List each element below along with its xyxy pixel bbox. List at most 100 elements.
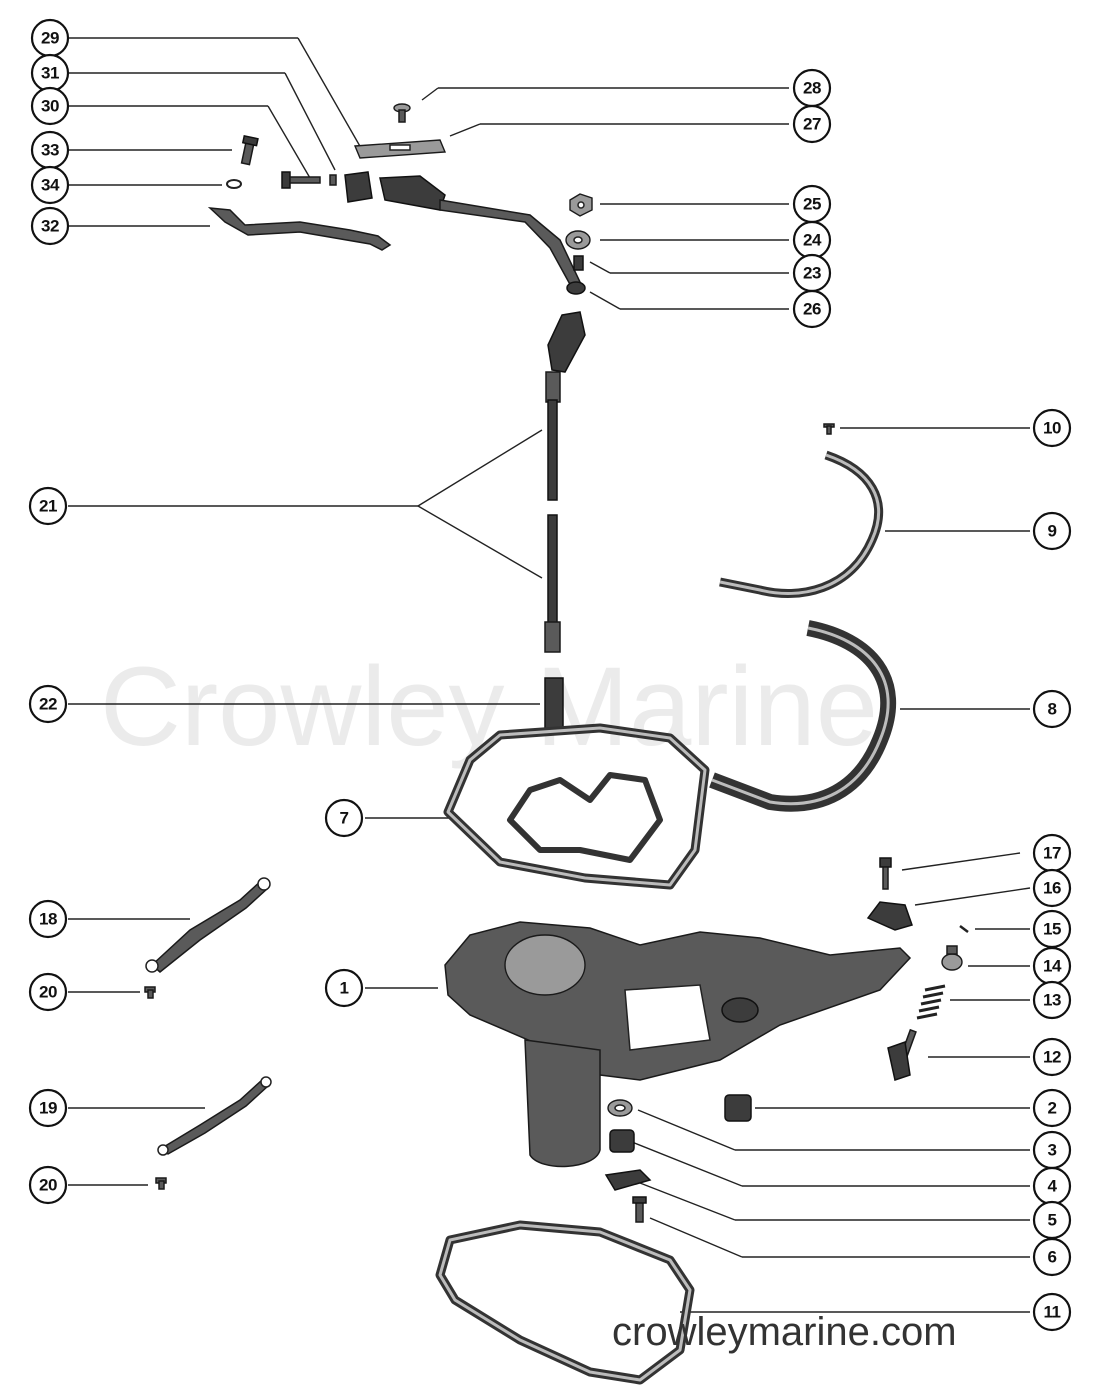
svg-text:18: 18 bbox=[39, 910, 57, 929]
svg-text:24: 24 bbox=[803, 231, 822, 250]
svg-text:31: 31 bbox=[41, 64, 59, 83]
callout-33[interactable]: 33 bbox=[30, 130, 70, 170]
svg-text:14: 14 bbox=[1043, 957, 1062, 976]
part-spring-13 bbox=[916, 984, 946, 1020]
svg-text:23: 23 bbox=[803, 264, 821, 283]
part-screw-17 bbox=[879, 857, 892, 890]
svg-text:9: 9 bbox=[1048, 522, 1057, 541]
callout-4[interactable]: 4 bbox=[1032, 1166, 1072, 1206]
callout-31[interactable]: 31 bbox=[30, 53, 70, 93]
svg-text:13: 13 bbox=[1043, 991, 1061, 1010]
part-bushing-23 bbox=[573, 255, 584, 271]
part-coupler-22 bbox=[544, 677, 564, 731]
callout-16[interactable]: 16 bbox=[1032, 868, 1072, 908]
callout-22[interactable]: 22 bbox=[28, 684, 68, 724]
svg-text:28: 28 bbox=[803, 79, 821, 98]
part-washer-3 bbox=[607, 1099, 633, 1117]
part-shift-lever-assembly bbox=[379, 175, 586, 295]
svg-text:21: 21 bbox=[39, 497, 57, 516]
svg-text:4: 4 bbox=[1048, 1177, 1058, 1196]
svg-text:2: 2 bbox=[1048, 1099, 1057, 1118]
callout-34[interactable]: 34 bbox=[30, 165, 70, 205]
callout-14[interactable]: 14 bbox=[1032, 946, 1072, 986]
svg-text:16: 16 bbox=[1043, 879, 1061, 898]
callout-29[interactable]: 29 bbox=[30, 18, 70, 58]
part-link-19 bbox=[157, 1076, 272, 1156]
svg-text:29: 29 bbox=[41, 29, 59, 48]
callout-32[interactable]: 32 bbox=[30, 206, 70, 246]
svg-text:22: 22 bbox=[39, 695, 57, 714]
svg-text:20: 20 bbox=[39, 1176, 57, 1195]
svg-text:32: 32 bbox=[41, 217, 59, 236]
part-screw-10 bbox=[823, 423, 835, 435]
callout-12[interactable]: 12 bbox=[1032, 1037, 1072, 1077]
svg-text:3: 3 bbox=[1048, 1141, 1057, 1160]
callout-26[interactable]: 26 bbox=[792, 289, 832, 329]
part-screw-20b bbox=[155, 1177, 167, 1190]
part-bolt-33 bbox=[240, 134, 259, 166]
callout-30[interactable]: 30 bbox=[30, 86, 70, 126]
svg-text:19: 19 bbox=[39, 1099, 57, 1118]
part-link-18 bbox=[145, 877, 271, 973]
site-url-text: crowleymarine.com bbox=[612, 1310, 957, 1354]
part-clamp-5 bbox=[604, 1169, 652, 1191]
callout-9[interactable]: 9 bbox=[1032, 511, 1072, 551]
part-block-29 bbox=[344, 171, 373, 203]
callout-17[interactable]: 17 bbox=[1032, 833, 1072, 873]
callout-13[interactable]: 13 bbox=[1032, 980, 1072, 1020]
callout-21[interactable]: 21 bbox=[28, 486, 68, 526]
callout-11[interactable]: 11 bbox=[1032, 1292, 1072, 1332]
part-bolt-30 bbox=[281, 171, 321, 189]
part-driveshaft-housing-1 bbox=[444, 921, 912, 1168]
part-screw-28 bbox=[393, 103, 411, 123]
part-bushing-2 bbox=[724, 1094, 752, 1122]
part-detent-12 bbox=[887, 1028, 917, 1081]
callout-19[interactable]: 19 bbox=[28, 1088, 68, 1128]
svg-text:5: 5 bbox=[1048, 1211, 1057, 1230]
svg-text:25: 25 bbox=[803, 195, 821, 214]
callout-23[interactable]: 23 bbox=[792, 253, 832, 293]
callout-7[interactable]: 7 bbox=[324, 798, 364, 838]
part-gasket-7 bbox=[443, 723, 710, 890]
callout-20-lower[interactable]: 20 bbox=[28, 1165, 68, 1205]
part-link-32 bbox=[207, 207, 392, 251]
callout-3[interactable]: 3 bbox=[1032, 1130, 1072, 1170]
callout-15[interactable]: 15 bbox=[1032, 909, 1072, 949]
part-bushing-4 bbox=[609, 1129, 635, 1153]
callout-10[interactable]: 10 bbox=[1032, 408, 1072, 448]
svg-text:26: 26 bbox=[803, 300, 821, 319]
part-gasket-11 bbox=[435, 1220, 695, 1385]
part-nut-25 bbox=[569, 193, 593, 217]
callout-20[interactable]: 20 bbox=[28, 972, 68, 1012]
part-seal-8 bbox=[709, 620, 897, 812]
part-bracket-16 bbox=[866, 901, 913, 931]
callout-24[interactable]: 24 bbox=[792, 220, 832, 260]
callout-1[interactable]: 1 bbox=[324, 968, 364, 1008]
part-washer-24 bbox=[565, 230, 591, 250]
part-pin-15 bbox=[959, 925, 969, 933]
svg-text:33: 33 bbox=[41, 141, 59, 160]
svg-text:27: 27 bbox=[803, 115, 821, 134]
callout-2[interactable]: 2 bbox=[1032, 1088, 1072, 1128]
part-seal-9 bbox=[719, 450, 884, 598]
part-washer-34 bbox=[226, 179, 242, 189]
svg-text:6: 6 bbox=[1048, 1248, 1057, 1267]
svg-text:30: 30 bbox=[41, 97, 59, 116]
svg-text:15: 15 bbox=[1043, 920, 1061, 939]
part-washer-14 bbox=[941, 945, 963, 971]
callout-5[interactable]: 5 bbox=[1032, 1200, 1072, 1240]
callout-25[interactable]: 25 bbox=[792, 184, 832, 224]
svg-text:17: 17 bbox=[1043, 844, 1061, 863]
part-screw-20a bbox=[144, 986, 156, 999]
svg-text:12: 12 bbox=[1043, 1048, 1061, 1067]
watermark-text: Crowley Marine bbox=[100, 644, 878, 769]
svg-text:34: 34 bbox=[41, 176, 60, 195]
svg-text:1: 1 bbox=[340, 979, 349, 998]
callout-27[interactable]: 27 bbox=[792, 104, 832, 144]
callout-8[interactable]: 8 bbox=[1032, 689, 1072, 729]
callout-28[interactable]: 28 bbox=[792, 68, 832, 108]
callout-6[interactable]: 6 bbox=[1032, 1237, 1072, 1277]
part-shift-shaft-21 bbox=[544, 311, 586, 653]
callout-18[interactable]: 18 bbox=[28, 899, 68, 939]
part-screw-6 bbox=[632, 1196, 647, 1223]
